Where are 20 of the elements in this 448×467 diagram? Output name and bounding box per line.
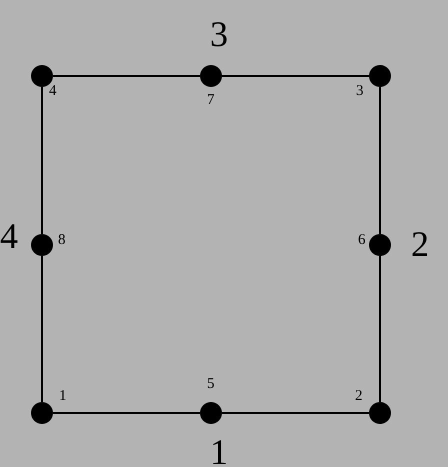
side-number: 1: [210, 434, 228, 467]
side-number: 4: [0, 218, 18, 254]
edge-line: [53, 412, 200, 414]
side-number: 2: [411, 226, 429, 262]
node-number: 6: [358, 233, 366, 248]
node-number: 5: [207, 377, 214, 392]
edge-line: [222, 75, 369, 77]
node-number: 4: [49, 84, 56, 99]
edge-line: [379, 256, 381, 402]
node-number: 2: [355, 389, 362, 404]
edge-line: [41, 256, 43, 402]
edge-line: [53, 75, 200, 77]
edge-line: [379, 87, 381, 234]
node-number: 1: [59, 389, 66, 404]
edge-line: [41, 87, 43, 234]
node-number: 7: [207, 93, 214, 108]
side-number: 3: [210, 16, 228, 52]
edge-line: [222, 412, 369, 414]
node-number: 3: [356, 84, 364, 99]
node-number: 8: [58, 233, 66, 248]
